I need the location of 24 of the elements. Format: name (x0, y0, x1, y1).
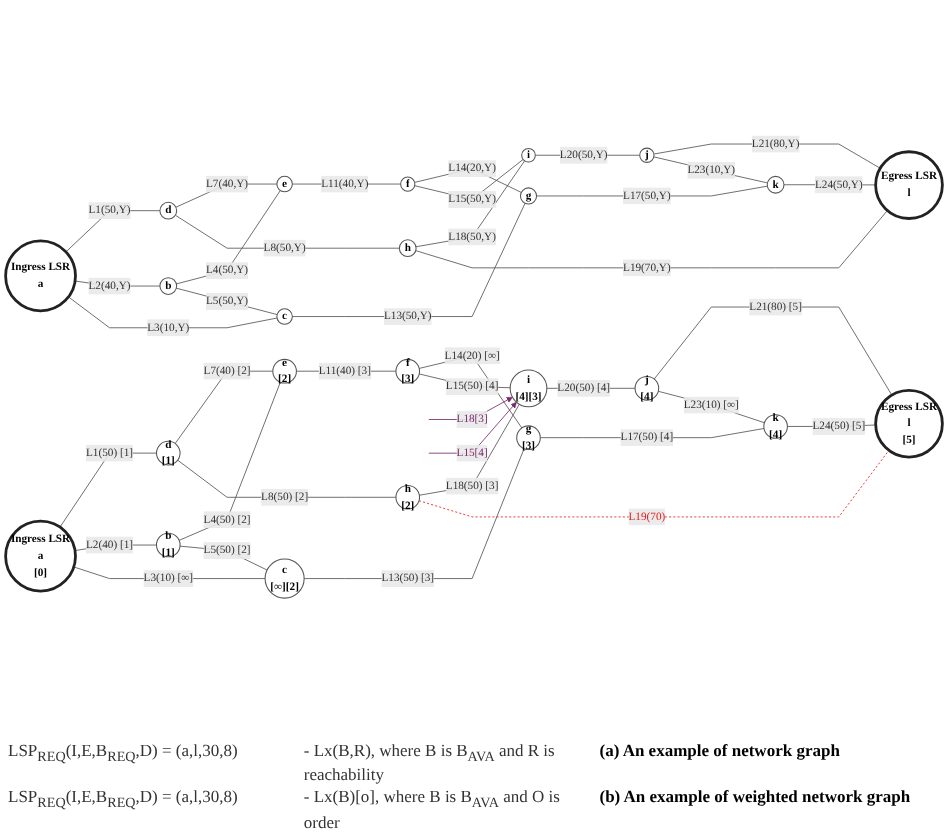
connector (178, 382, 281, 542)
connector (175, 190, 281, 286)
connector (414, 168, 522, 194)
connector (415, 210, 888, 269)
caption-text: (b) An example of weighted network graph (599, 786, 913, 811)
connector (291, 203, 526, 318)
connector (653, 144, 881, 170)
connector (418, 450, 890, 519)
connector (65, 211, 161, 254)
connector (68, 297, 278, 329)
connector (175, 288, 278, 316)
caption-text: (a) An example of network graph (599, 739, 842, 764)
formula-text: LSP$_{REQ}$(I,E,B$_{REQ}$,D) = (a,l,30,8) (8, 739, 240, 769)
connector (303, 448, 525, 580)
formula-text: LSP$_{REQ}$(I,E,B$_{REQ}$,D) = (a,l,30,8) (8, 786, 240, 816)
connector (657, 391, 765, 424)
connector (174, 215, 400, 250)
connector (174, 371, 274, 445)
connector (536, 186, 768, 198)
connector (415, 161, 526, 248)
connector (177, 460, 397, 499)
connector (653, 157, 768, 185)
connector (418, 404, 520, 497)
formula-text: - Lx(B)[o], where B is B$_{AVA}$ and O is order (303, 786, 562, 832)
